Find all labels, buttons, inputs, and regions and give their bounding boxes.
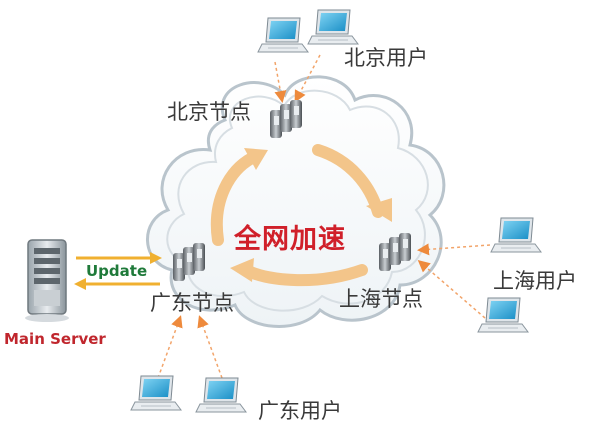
- main-server-label: Main Server: [4, 330, 106, 348]
- shanghai-users-label: 上海用户: [493, 269, 577, 293]
- server-icon: [25, 239, 69, 322]
- ring-arrow-top: [312, 144, 392, 222]
- laptop-icon: [257, 17, 309, 53]
- laptop-icon: [130, 375, 182, 411]
- phone-cluster-icon: [270, 100, 302, 138]
- update-label: Update: [86, 262, 148, 280]
- laptop-icon: [477, 297, 529, 333]
- network-acceleration-label: 全网加速: [234, 224, 346, 255]
- phone-cluster-icon: [173, 243, 205, 281]
- network-cloud: [146, 75, 446, 328]
- guangdong-node-label: 广东节点: [150, 291, 234, 315]
- laptop-icon: [490, 217, 542, 253]
- beijing-users-label: 北京用户: [344, 46, 428, 70]
- phone-cluster-icon: [379, 233, 411, 271]
- shanghai-node-label: 上海节点: [339, 287, 423, 311]
- update-arrows: [74, 252, 162, 290]
- laptop-icon: [195, 377, 247, 413]
- laptop-icon: [307, 9, 359, 45]
- ring-arrow-bottom: [230, 258, 368, 287]
- beijing-node-label: 北京节点: [167, 100, 251, 124]
- user-arrows: [157, 54, 491, 379]
- ring-arrow-left: [210, 148, 268, 246]
- guangdong-users-label: 广东用户: [258, 399, 342, 423]
